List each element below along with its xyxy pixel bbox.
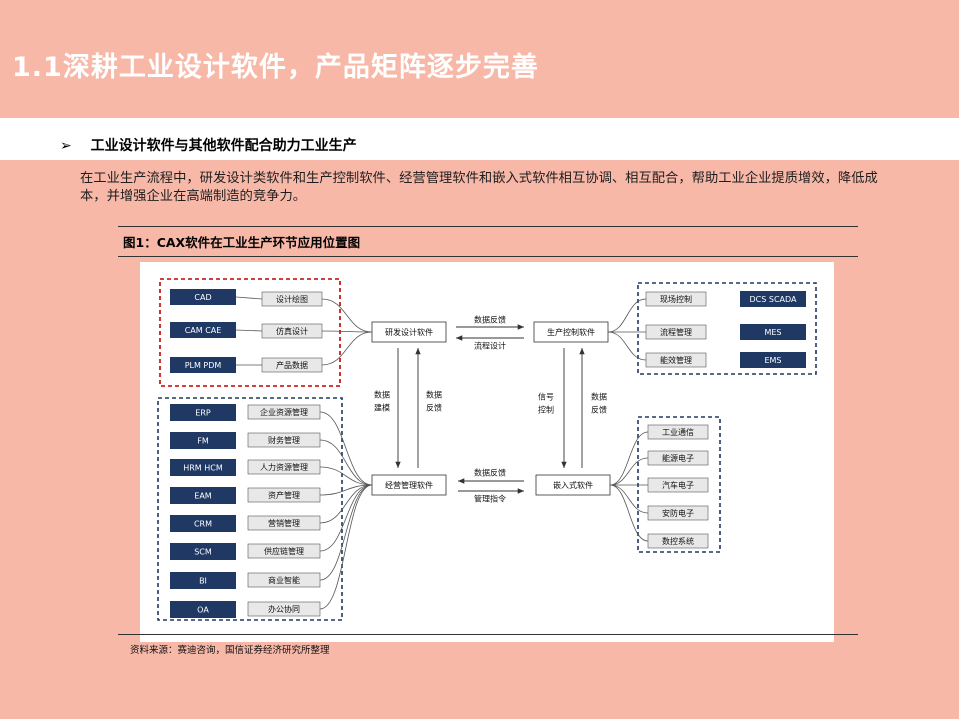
embed-to-label-3 <box>609 484 649 514</box>
mgmt-light-box-6-label: 商业智能 <box>268 575 300 585</box>
cad-dark-box-1 <box>170 322 236 338</box>
subtitle-band <box>0 118 959 160</box>
embed-light-box-2-label: 汽车电子 <box>662 480 694 490</box>
mgmt-light-box-7-label: 办公协同 <box>268 604 300 614</box>
mgmt-dark-box-7 <box>170 601 236 618</box>
embed-to-label-0 <box>609 431 649 486</box>
embed-light-box-1-label: 能源电子 <box>662 453 694 463</box>
cad-group-border <box>159 278 341 387</box>
label-right-down-2: 控制 <box>538 405 554 415</box>
label-right-up-1: 数据 <box>591 392 607 402</box>
cad-link-1 <box>235 329 263 332</box>
mgmt-dark-box-6-label: BI <box>199 577 207 586</box>
embed-to-label-1 <box>609 457 649 486</box>
embed-light-box-0-label: 工业通信 <box>662 427 694 437</box>
mgmt-to-center-4 <box>319 484 373 524</box>
cad-light-box-2-label: 产品数据 <box>276 360 308 370</box>
label-rd-prod-bottom: 流程设计 <box>474 341 506 351</box>
mgmt-to-center-0 <box>319 411 373 486</box>
mgmt-dark-box-4-label: CRM <box>194 520 212 529</box>
embed-light-box-4-label: 数控系统 <box>662 536 694 546</box>
mgmt-dark-box-2-label: HRM HCM <box>183 464 223 473</box>
cad-to-rd-2 <box>321 331 373 366</box>
prod-dark-box-1-label: MES <box>764 328 781 337</box>
mgmt-dark-box-0 <box>170 404 236 421</box>
label-right-down-1: 信号 <box>538 392 554 402</box>
embed-light-box-3-label: 安防电子 <box>662 508 694 518</box>
prod-dark-box-2 <box>740 352 806 368</box>
software-diagram: CAD CAM CAE PLM PDM 设计绘图仿真设计产品数据 ERP FM HRM HC… <box>140 262 834 642</box>
mgmt-dark-box-4 <box>170 515 236 532</box>
figure-bottom-rule <box>118 634 858 635</box>
mgmt-to-center-5 <box>319 484 373 552</box>
embed-group-border <box>637 416 721 553</box>
mgmt-dark-box-6 <box>170 572 236 589</box>
cad-dark-box-0 <box>170 289 236 305</box>
prod-dark-box-2-label: EMS <box>764 356 781 365</box>
prod-light-box-1-label: 流程管理 <box>660 327 692 337</box>
prod-software-box-label: 生产控制软件 <box>547 327 595 337</box>
prod-dark-box-0 <box>740 291 806 307</box>
section-subtitle: ➢ 工业设计软件与其他软件配合助力工业生产 <box>60 135 357 155</box>
figure-title-rule <box>118 256 858 257</box>
cad-to-rd-1 <box>321 330 373 333</box>
figure-top-rule <box>118 226 858 227</box>
mgmt-light-box-0-label: 企业资源管理 <box>260 407 308 417</box>
cad-to-rd-0 <box>321 298 373 333</box>
cad-link-0 <box>235 296 263 300</box>
mgmt-to-center-2 <box>319 466 373 486</box>
embed-to-label-4 <box>609 484 649 542</box>
cad-dark-box-2 <box>170 357 236 373</box>
cad-dark-box-2-label: PLM PDM <box>185 361 222 370</box>
cad-dark-box-1-label: CAM CAE <box>185 326 222 335</box>
label-right-up-2: 反馈 <box>591 405 607 415</box>
label-left-up-2: 反馈 <box>426 403 442 413</box>
mgmt-light-box-1-label: 财务管理 <box>268 435 300 445</box>
prod-to-label-2 <box>607 331 647 361</box>
mgmt-to-center-1 <box>319 439 373 486</box>
mgmt-light-box-5-label: 供应链管理 <box>264 546 304 556</box>
label-left-down-2: 建模 <box>374 403 390 413</box>
label-left-up-1: 数据 <box>426 390 442 400</box>
figure-source: 资料来源：赛迪咨询，国信证券经济研究所整理 <box>130 645 330 656</box>
mgmt-dark-box-1 <box>170 432 236 449</box>
mgmt-dark-box-5-label: SCM <box>194 548 212 557</box>
mgmt-light-box-4-label: 营销管理 <box>268 518 300 528</box>
subtitle-text: 工业设计软件与其他软件配合助力工业生产 <box>90 138 357 154</box>
page-title: 1.1深耕工业设计软件，产品矩阵逐步完善 <box>12 52 539 83</box>
body-paragraph: 在工业生产流程中，研发设计类软件和生产控制软件、经营管理软件和嵌入式软件相互协调… <box>80 171 878 204</box>
prod-light-box-2-label: 能效管理 <box>660 355 692 365</box>
mgmt-to-center-7 <box>319 484 373 610</box>
mgmt-dark-box-0-label: ERP <box>195 409 211 418</box>
prod-light-box-0-label: 现场控制 <box>660 294 692 304</box>
embed-software-box-label: 嵌入式软件 <box>553 480 593 490</box>
mgmt-dark-box-2 <box>170 459 236 476</box>
figure-title: 图1：CAX软件在工业生产环节应用位置图 <box>123 235 361 250</box>
prod-dark-box-0-label: DCS SCADA <box>750 295 798 304</box>
prod-group-border <box>637 282 817 375</box>
mgmt-software-box-label: 经营管理软件 <box>385 480 433 490</box>
label-mgmt-embed-bottom: 管理指令 <box>474 494 506 504</box>
label-left-down-1: 数据 <box>374 390 390 400</box>
cad-light-box-1-label: 仿真设计 <box>276 326 308 336</box>
mgmt-light-box-2-label: 人力资源管理 <box>260 462 308 472</box>
rd-software-box-label: 研发设计软件 <box>385 327 433 337</box>
mgmt-dark-box-1-label: FM <box>197 437 209 446</box>
mgmt-to-center-6 <box>319 484 373 581</box>
cad-light-box-0-label: 设计绘图 <box>276 294 308 304</box>
mgmt-dark-box-5 <box>170 543 236 560</box>
cad-dark-box-0-label: CAD <box>194 293 211 302</box>
prod-to-label-0 <box>607 298 647 333</box>
mgmt-dark-box-3-label: EAM <box>194 492 212 501</box>
mgmt-dark-box-3 <box>170 487 236 504</box>
label-rd-prod-top: 数据反馈 <box>474 315 506 325</box>
header-bar <box>0 0 959 118</box>
mgmt-dark-box-7-label: OA <box>197 606 209 615</box>
label-mgmt-embed-top: 数据反馈 <box>474 468 506 478</box>
mgmt-light-box-3-label: 资产管理 <box>268 490 300 500</box>
prod-dark-box-1 <box>740 324 806 340</box>
mgmt-to-center-3 <box>319 484 373 496</box>
bullet-icon: ➢ <box>60 138 72 154</box>
